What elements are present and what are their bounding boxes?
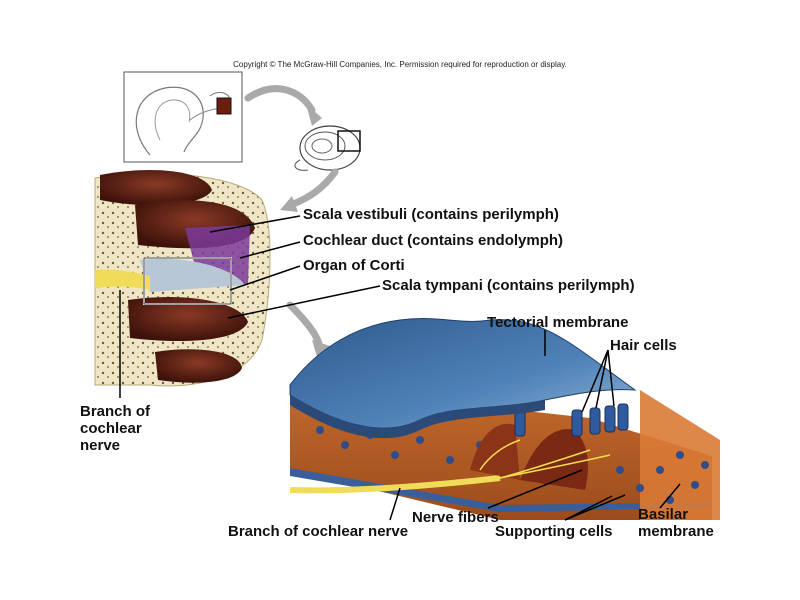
small-cochlea-sketch: [294, 125, 361, 171]
cochlea-cross-section: [94, 170, 271, 387]
copyright-notice: Copyright © The McGraw-Hill Companies, I…: [233, 60, 567, 69]
label-scala-tympani: Scala tympani (contains perilymph): [382, 277, 635, 294]
label-cochlear-duct: Cochlear duct (contains endolymph): [303, 232, 564, 249]
label-organ-of-corti: Organ of Corti: [303, 257, 405, 274]
label-supporting-cells: Supporting cells: [495, 523, 613, 540]
ear-sketch: [123, 71, 243, 163]
organ-of-corti-block: [289, 318, 720, 520]
label-basilar-membrane: Basilar membrane: [638, 506, 714, 540]
label-hair-cells: Hair cells: [610, 337, 677, 354]
leader-lines: [119, 215, 681, 521]
label-branch-cochlear-nerve-left: Branch of cochlear nerve: [80, 403, 151, 454]
label-scala-vestibuli: Scala vestibuli (contains perilymph): [303, 206, 559, 223]
label-branch-cochlear-nerve-bottom: Branch of cochlear nerve: [228, 523, 409, 540]
label-nerve-fibers: Nerve fibers: [412, 509, 499, 526]
label-tectorial-membrane: Tectorial membrane: [487, 314, 629, 331]
